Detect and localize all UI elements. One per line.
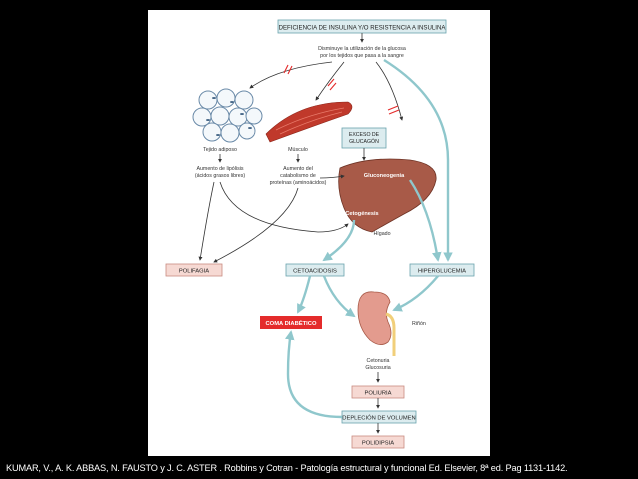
arrow-ketogenesis-to-ketoacidosis (322, 219, 356, 262)
block-mark-muscle-icon (327, 78, 337, 91)
arrow-protein-to-polyphagia (213, 187, 299, 263)
lipolysis-line1: Aumento de lipólisis (196, 166, 243, 172)
volume-depletion-text: DEPLECIÓN DE VOLUMEN (342, 415, 415, 422)
protein-line3: proteínas (aminoácidos) (270, 180, 327, 186)
glucose-use-line1: Disminuye la utilización de la glucosa (318, 46, 406, 52)
protein-line1: Aumento del (283, 166, 313, 172)
citation-caption: KUMAR, V., A. K. ABBAS, N. FAUSTO y J. C… (6, 463, 568, 473)
coma-box (260, 316, 322, 329)
muscle-label: Músculo (288, 147, 308, 153)
arrow-ketoacidosis-to-coma (296, 275, 312, 314)
arrow-protein-to-liver (319, 174, 345, 179)
ketogenesis-label: Cetogénesis (345, 211, 378, 217)
adipose-nuclei (206, 97, 252, 136)
polyphagia-text: POLIFAGIA (179, 269, 209, 275)
insulin-deficiency-text: DEFICIENCIA DE INSULINA Y/O RESISTENCIA … (279, 25, 447, 32)
kidney-label: Riñón (412, 321, 426, 327)
hyperglycemia-box (409, 263, 475, 277)
ketonuria-line2: Glucosuria (365, 365, 390, 371)
glucagon-line2: GLUCAGÓN (349, 138, 379, 145)
ketonuria-line1: Cetonuria (367, 358, 390, 364)
kidney-image (357, 291, 396, 356)
adipose-label: Tejido adiposo (203, 147, 237, 153)
ketoacidosis-box (285, 263, 345, 277)
polyuria-text: POLIURIA (364, 391, 391, 397)
protein-line2: catabolismo de (280, 173, 316, 179)
glucose-use-line2: por los tejidos que pasa a la sangre (320, 53, 404, 59)
polyphagia-box (165, 263, 223, 277)
lipolysis-line2: (ácidos grasos libres) (195, 173, 246, 179)
liver-label: Hígado (373, 231, 390, 237)
adipose-tissue-image (192, 88, 263, 143)
arrow-glucose-to-liver (375, 61, 404, 121)
arrow-gluconeogenesis-to-hyperglycemia (409, 179, 442, 262)
ketoacidosis-text: CETOACIDOSIS (293, 269, 337, 275)
hyperglycemia-text: HIPERGLUCEMIA (418, 269, 466, 275)
block-mark-liver-icon (387, 105, 400, 115)
arrow-lipolysis-to-polyphagia (198, 181, 215, 261)
diagram-panel: DEFICIENCIA DE INSULINA Y/O RESISTENCIA … (148, 10, 490, 456)
glucagon-line1: EXCESO DE (349, 132, 380, 138)
polydipsia-box (351, 435, 405, 449)
arrow-lipolysis-to-ketogenesis (219, 181, 349, 233)
arrow-hyperglycemia-to-kidney (392, 275, 439, 312)
arrow-ketoacidosis-to-kidney (322, 275, 356, 318)
muscle-image (265, 101, 353, 143)
diabetes-pathophysiology-diagram: DEFICIENCIA DE INSULINA Y/O RESISTENCIA … (165, 19, 475, 449)
polydipsia-text: POLIDIPSIA (362, 441, 394, 447)
gluconeogenesis-label: Gluconeogenia (364, 173, 405, 179)
arrow-glucose-to-adipose (249, 61, 333, 89)
glucagon-box (341, 127, 387, 149)
block-mark-adipose-icon (283, 64, 293, 75)
arrow-glucose-to-hyperglycemia (383, 58, 453, 262)
arrow-volume-to-coma (285, 330, 343, 419)
liver-image (338, 158, 437, 233)
coma-text: COMA DIABÉTICO (266, 319, 317, 327)
arrow-glucose-to-muscle (315, 61, 345, 101)
